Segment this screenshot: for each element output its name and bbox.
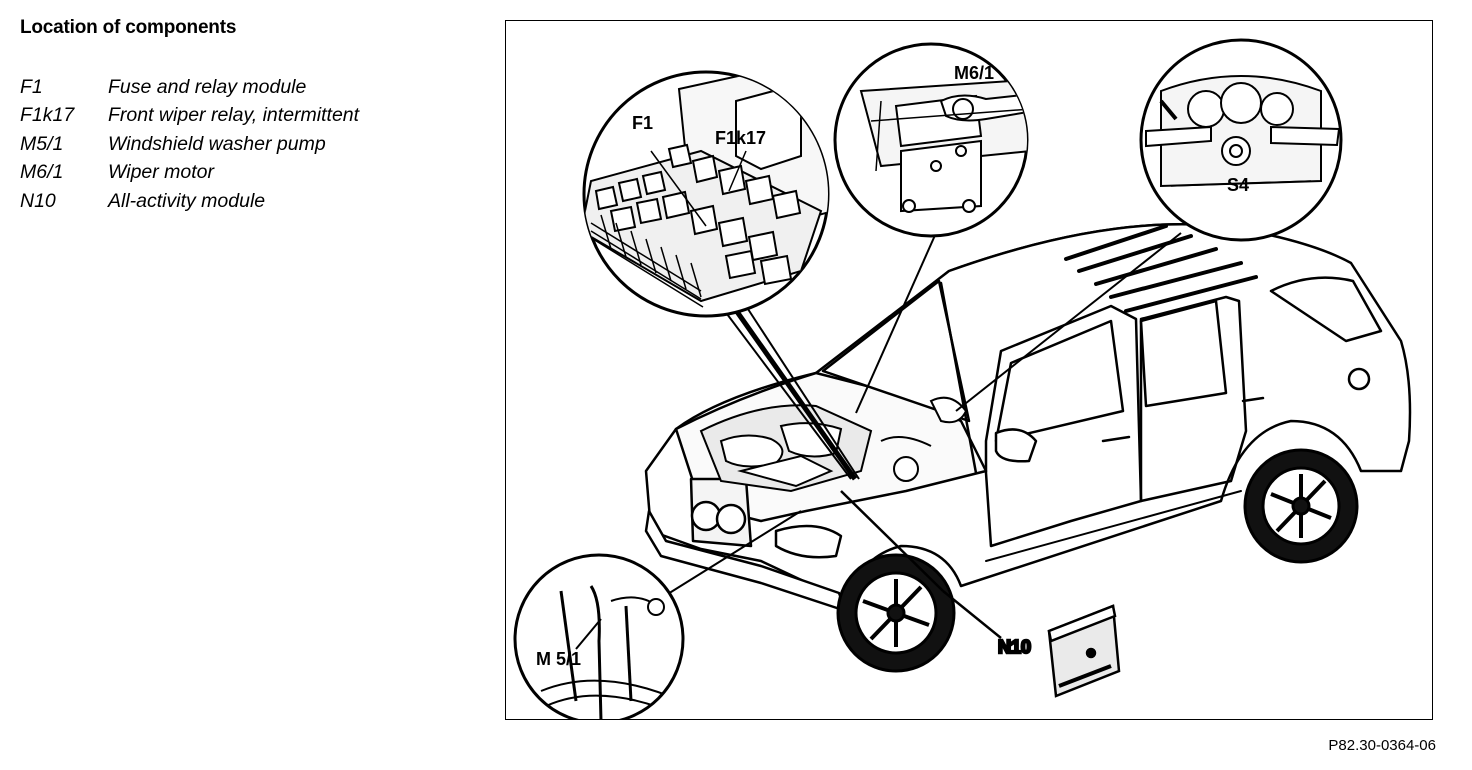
legend-description: Windshield washer pump bbox=[108, 132, 326, 155]
legend-item: N10 All-activity module bbox=[20, 187, 359, 216]
vehicle-body bbox=[644, 223, 1412, 613]
component-location-diagram: F1 F1k17 M6/1 bbox=[505, 20, 1433, 720]
front-wheel bbox=[836, 553, 956, 673]
engine-bay bbox=[699, 396, 968, 493]
legend-description: Wiper motor bbox=[108, 161, 215, 184]
callout-n10: N10 bbox=[998, 637, 1031, 657]
legend-description: Fuse and relay module bbox=[108, 75, 307, 98]
legend-code: M6/1 bbox=[20, 161, 64, 184]
legend-code: F1k17 bbox=[20, 104, 75, 127]
legend-code: M5/1 bbox=[20, 132, 64, 155]
page-title: Location of components bbox=[20, 17, 237, 38]
detail-combination-switch: S4 bbox=[1139, 38, 1343, 242]
figure-reference-code: P82.30-0364-06 bbox=[1328, 737, 1436, 754]
leader-lines bbox=[662, 232, 1182, 598]
legend-item: F1k17 Front wiper relay, intermittent bbox=[20, 102, 359, 131]
legend-code: F1 bbox=[20, 75, 43, 98]
callout-m5-1: M 5/1 bbox=[536, 649, 581, 669]
legend-code: N10 bbox=[20, 189, 56, 212]
detail-all-activity-module: N10 bbox=[840, 490, 1121, 698]
detail-washer-pump: M 5/1 bbox=[513, 553, 685, 719]
vehicle-illustration: F1 F1k17 M6/1 bbox=[513, 38, 1412, 719]
callout-f1k17: F1k17 bbox=[715, 128, 766, 148]
callout-m6-1: M6/1 bbox=[954, 63, 994, 83]
legend-description: All-activity module bbox=[108, 189, 266, 212]
legend-item: F1 Fuse and relay module bbox=[20, 73, 359, 102]
callout-f1: F1 bbox=[632, 113, 653, 133]
legend-description: Front wiper relay, intermittent bbox=[108, 104, 360, 127]
rear-wheel bbox=[1243, 448, 1359, 564]
detail-fuse-relay-module: F1 F1k17 bbox=[582, 70, 830, 318]
callout-s4: S4 bbox=[1227, 175, 1249, 195]
legend-item: M6/1 Wiper motor bbox=[20, 159, 359, 188]
component-legend: F1 Fuse and relay module F1k17 Front wip… bbox=[20, 73, 359, 216]
detail-wiper-motor: M6/1 bbox=[833, 42, 1029, 238]
legend-item: M5/1 Windshield washer pump bbox=[20, 130, 359, 159]
